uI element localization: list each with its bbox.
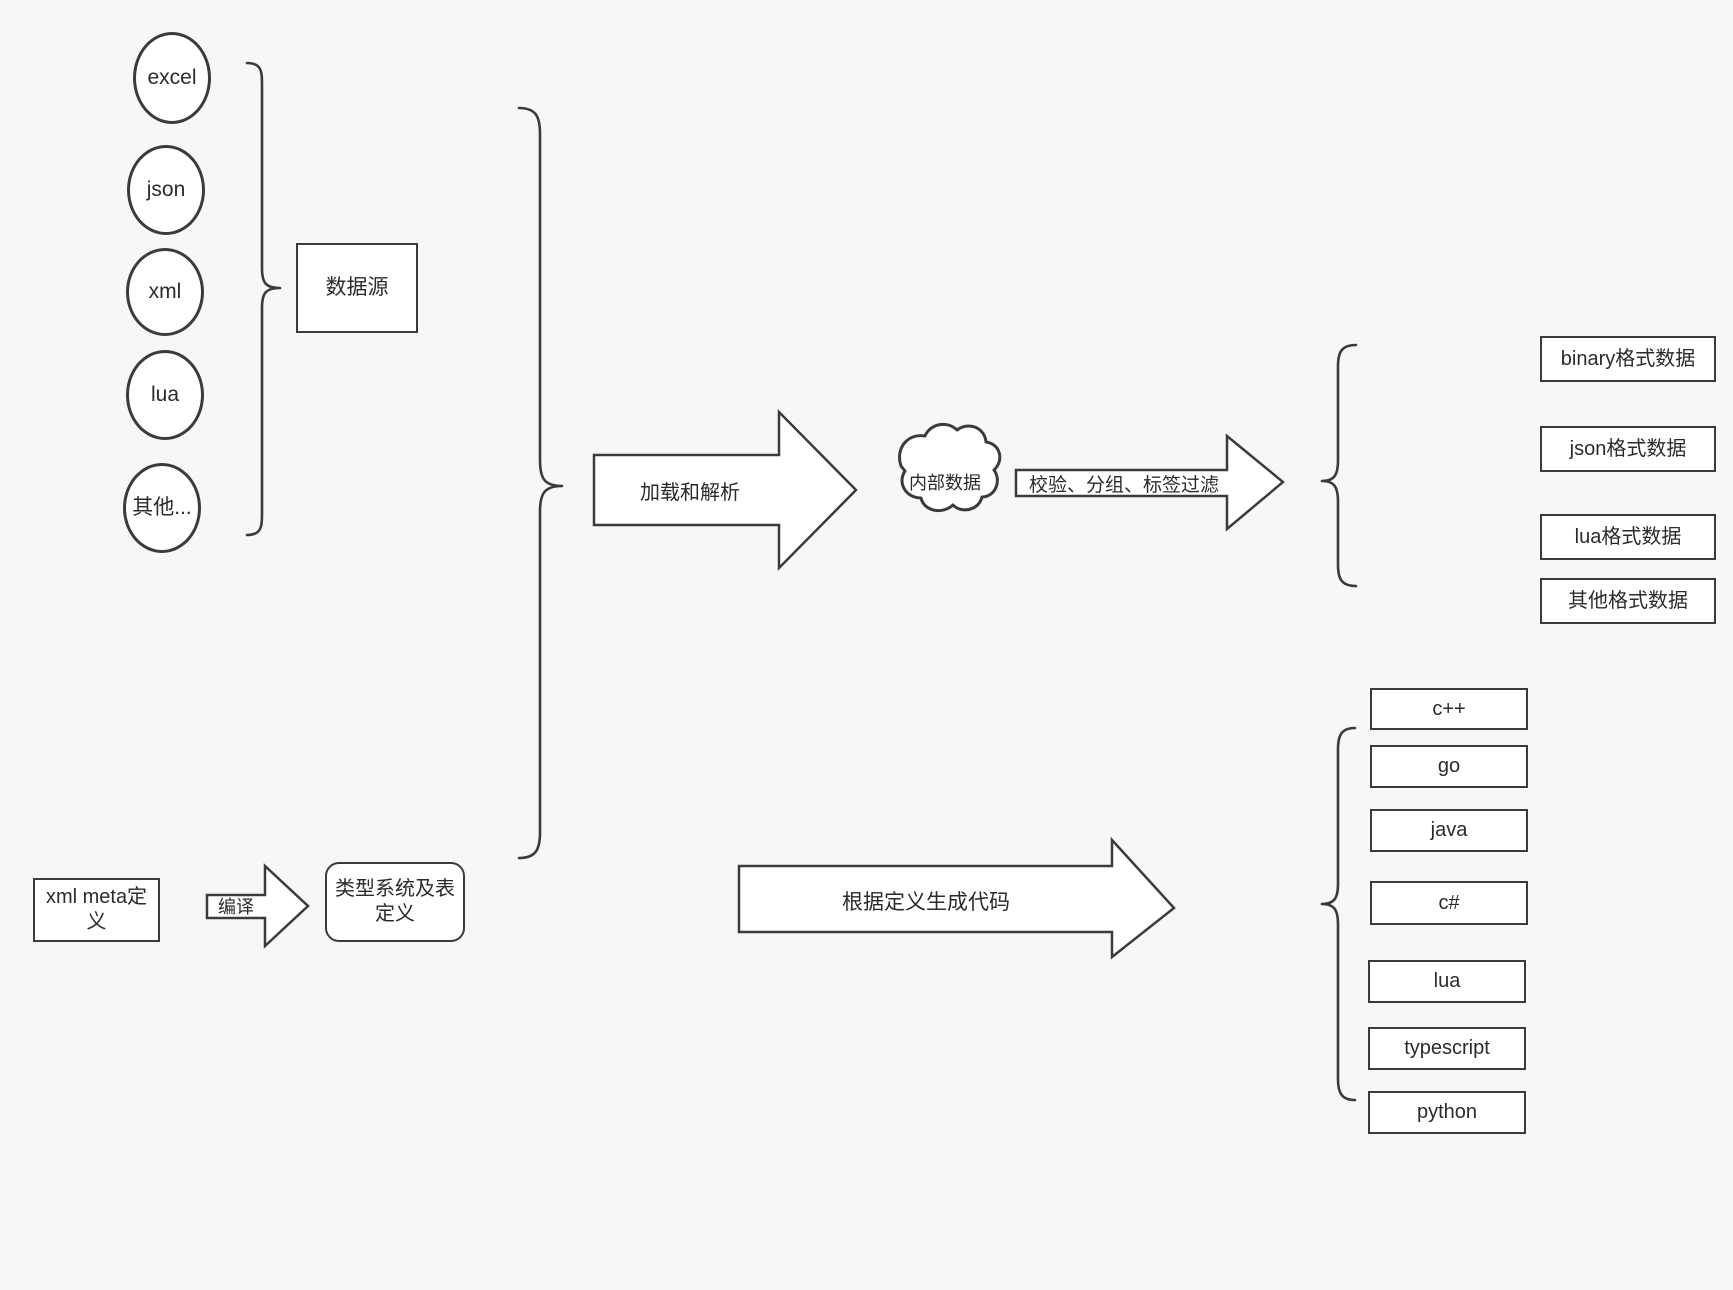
source-ellipse-xml[interactable]: xml	[126, 248, 204, 336]
arrow-generate-code	[737, 836, 1176, 960]
box-label: 其他格式数据	[1568, 589, 1688, 612]
arrow-compile	[205, 863, 310, 949]
brace-data-sources	[245, 61, 282, 537]
box-label-line1: 类型系统及表	[335, 878, 455, 900]
box-label-line2: 定义	[375, 903, 415, 925]
output-box-other-format[interactable]: 其他格式数据	[1540, 578, 1716, 624]
arrow-validate-group-filter	[1014, 433, 1285, 532]
output-box-cpp[interactable]: c++	[1370, 688, 1528, 730]
source-label: xml	[148, 279, 182, 303]
source-ellipse-lua[interactable]: lua	[126, 350, 204, 440]
source-ellipse-json[interactable]: json	[127, 145, 205, 235]
box-label: go	[1437, 755, 1461, 777]
box-label: lua	[1433, 970, 1461, 992]
cloud-internal-data	[898, 422, 1002, 513]
source-ellipse-other[interactable]: 其他...	[123, 463, 201, 553]
output-box-python[interactable]: python	[1368, 1091, 1526, 1134]
box-label: 数据源	[325, 275, 389, 299]
box-label: json格式数据	[1569, 437, 1687, 460]
brace-language-outputs	[1320, 726, 1357, 1102]
brace-inputs-to-pipeline	[517, 106, 564, 860]
source-label: lua	[150, 382, 180, 406]
output-box-binary-format[interactable]: binary格式数据	[1540, 336, 1716, 382]
box-label: python	[1416, 1101, 1478, 1123]
box-label: binary格式数据	[1560, 347, 1696, 370]
box-label: java	[1430, 819, 1468, 841]
box-label-line1: xml meta定	[45, 886, 148, 908]
output-box-json-format[interactable]: json格式数据	[1540, 426, 1716, 472]
box-xml-meta-definition[interactable]: xml meta定 义	[33, 878, 160, 942]
box-label: c++	[1432, 697, 1466, 720]
output-box-typescript[interactable]: typescript	[1368, 1027, 1526, 1070]
output-box-java[interactable]: java	[1370, 809, 1528, 852]
box-type-system-definition[interactable]: 类型系统及表 定义	[325, 862, 465, 942]
brace-data-format-outputs	[1320, 343, 1358, 588]
box-data-source-group[interactable]: 数据源	[296, 243, 418, 333]
source-label: excel	[147, 65, 197, 89]
output-box-lua[interactable]: lua	[1368, 960, 1526, 1003]
box-label: c#	[1438, 891, 1460, 914]
box-label: typescript	[1404, 1037, 1490, 1059]
source-label: json	[146, 177, 186, 201]
box-label-line2: 义	[86, 911, 107, 933]
output-box-go[interactable]: go	[1370, 745, 1528, 788]
arrow-load-and-parse	[592, 408, 858, 572]
output-box-csharp[interactable]: c#	[1370, 881, 1528, 925]
box-label: lua格式数据	[1574, 525, 1682, 548]
source-label: 其他...	[132, 495, 192, 519]
output-box-lua-format[interactable]: lua格式数据	[1540, 514, 1716, 560]
source-ellipse-excel[interactable]: excel	[133, 32, 211, 124]
